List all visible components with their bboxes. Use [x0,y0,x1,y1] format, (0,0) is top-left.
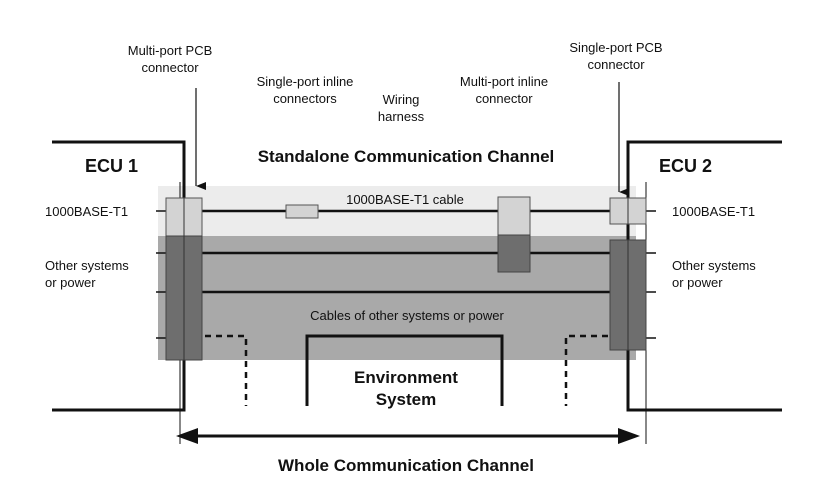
left-port-label: 1000BASE-T1 [45,204,128,219]
standalone-channel-title: Standalone Communication Channel [258,147,555,166]
single-port-inline-connector [285,204,319,219]
ecu2-label: ECU 2 [659,156,712,176]
multi-port-inline-label-2: connector [475,91,533,106]
whole-channel-arrow-right-head [618,428,640,444]
other-systems-band [158,236,636,360]
multi-port-pcb-label-1: Multi-port PCB [128,43,213,58]
whole-channel-arrow-left-head [176,428,198,444]
single-port-pcb-label-1: Single-port PCB [569,40,662,55]
right-dashed-coupling [564,334,608,406]
other-cables-label: Cables of other systems or power [310,308,504,323]
t1-cable-label: 1000BASE-T1 cable [346,192,464,207]
right-port-label: 1000BASE-T1 [672,204,755,219]
ecu1-label: ECU 1 [85,156,138,176]
multi-port-inline-label-1: Multi-port inline [460,74,548,89]
whole-channel-title: Whole Communication Channel [278,456,534,475]
single-port-inline-label-1: Single-port inline [257,74,354,89]
multi-port-pcb-label-2: connector [141,60,199,75]
right-other-systems-label-1: Other systems [672,258,756,273]
left-other-systems-label-1: Other systems [45,258,129,273]
single-port-pcb-label-2: connector [587,57,645,72]
multi-port-inline-connector-top [497,196,531,236]
wiring-harness-label-1: Wiring [383,92,420,107]
multi-port-inline-connector-bottom [497,234,531,273]
single-port-inline-label-2: connectors [273,91,337,106]
right-other-systems-label-2: or power [672,275,723,290]
left-other-systems-label-2: or power [45,275,96,290]
environment-system-outline [305,334,504,406]
wiring-harness-label-2: harness [378,109,425,124]
environment-label: Environment [354,368,458,387]
environment-system-label: System [376,390,436,409]
left-dashed-coupling [205,334,248,406]
